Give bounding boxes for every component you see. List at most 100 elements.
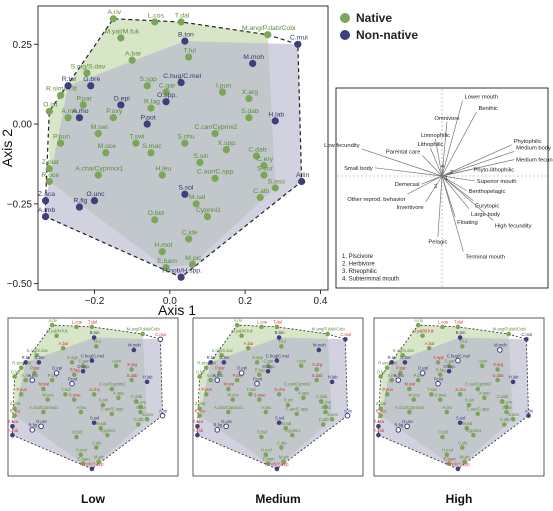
panel0-point	[94, 445, 99, 450]
panel2-point-label: A.riv	[414, 318, 423, 323]
main-point	[177, 273, 185, 281]
main-point-label: S.chu	[177, 134, 195, 141]
main-point	[94, 171, 102, 179]
panel0-point	[98, 425, 104, 431]
panel2-point	[402, 360, 408, 365]
panel0-point	[129, 377, 134, 383]
main-point	[147, 149, 155, 157]
main-xtick-label: 0.2	[238, 296, 252, 307]
panel2-point-label: Z.plat	[376, 401, 387, 406]
main-point-label: M.swi	[91, 124, 109, 131]
panel2-point	[415, 322, 421, 328]
panel2-point-label: O.lat	[377, 369, 387, 374]
panel2-point-label: M.oce	[409, 392, 421, 397]
biplot-vector-label: Lower mouth	[465, 95, 499, 101]
panel0-point	[10, 432, 15, 438]
main-point	[181, 139, 189, 147]
panel0-point	[18, 392, 24, 397]
panel1-point-label: T.dal	[273, 320, 282, 325]
panel2-point	[440, 434, 445, 440]
panel2-point	[455, 324, 461, 330]
panel2-point	[420, 333, 425, 339]
legend-native-marker	[340, 13, 350, 23]
panel0-point	[89, 324, 95, 330]
panel1-point-label: H.nob/H.spp.	[265, 462, 289, 467]
panel0-point-label: R.oce	[10, 408, 22, 413]
panel0-point-label: A.imb	[8, 428, 19, 433]
panel0-point-label: Cyprini1	[100, 428, 116, 433]
panel2-point	[460, 445, 465, 450]
panel1-point-label: S.mac	[254, 392, 266, 397]
panel2-point	[526, 413, 531, 418]
main-point	[147, 104, 155, 112]
main-point	[56, 139, 65, 147]
main-point	[79, 101, 87, 109]
panel2-point-label: R.fig	[394, 423, 403, 428]
biplot-center-label: 4	[441, 164, 444, 170]
scenario-panel-title: Medium	[255, 492, 300, 506]
panel1-point	[279, 344, 284, 349]
main-point	[188, 260, 197, 269]
panel0-point	[29, 427, 36, 433]
main-point	[151, 18, 159, 26]
panel2-point	[400, 352, 406, 358]
main-point-label: S.cur	[257, 166, 274, 173]
panel2-point	[446, 363, 452, 369]
panel0-point-label: I.pun	[112, 359, 122, 364]
panel1-point-label: X.arg	[312, 362, 323, 367]
main-point-label: M.oce	[98, 143, 117, 150]
panel2-point-label: S.sol	[456, 415, 465, 420]
main-point	[117, 34, 125, 42]
panel2-point-label: P.par	[396, 366, 406, 371]
panel1-point	[254, 380, 260, 387]
panel0-point	[138, 404, 143, 410]
main-legend: Native Non-native	[340, 11, 418, 42]
panel2-point	[395, 427, 402, 433]
panel2-point	[495, 377, 500, 383]
panel1-point	[285, 402, 291, 408]
panel0-hull-layer	[12, 324, 163, 470]
panel2-point	[389, 377, 394, 383]
panel1-point	[203, 392, 209, 397]
panel1-point	[226, 386, 231, 392]
main-point	[143, 120, 151, 128]
main-point	[271, 117, 279, 125]
panel2-point	[504, 404, 509, 410]
main-point	[260, 161, 268, 170]
biplot-vector	[374, 167, 443, 177]
panel1-point	[298, 363, 304, 369]
panel0-point-label: S.sin	[99, 398, 109, 403]
panel2-point	[446, 461, 452, 466]
panel1-point	[294, 411, 300, 417]
biplot-vector	[441, 111, 477, 177]
main-point	[162, 88, 170, 96]
main-point	[158, 171, 166, 179]
panel2-point-label: H.leu	[442, 405, 452, 410]
panel2-point-label: T.dal	[454, 320, 463, 325]
panel2-point-label: S.nig/S.dav	[392, 348, 414, 353]
panel2-point	[398, 370, 403, 376]
panel0-point-label: C.aur/C.spp.	[101, 407, 125, 412]
main-point-label: X.spp.	[218, 140, 237, 147]
main-point-label: A.rho	[72, 108, 88, 115]
panel2-point-label: C.ery	[502, 399, 513, 404]
biplot-vector	[441, 175, 470, 210]
panel0-point	[138, 409, 143, 415]
panel0-point-label: H.mol	[76, 447, 87, 452]
biplot-vector-label: Floating	[457, 220, 478, 226]
panel1-point-label: O.bid	[257, 430, 268, 435]
panel0-point	[69, 380, 75, 387]
main-xlabel: Axis 1	[158, 302, 196, 318]
main-point-label: S.mac	[142, 143, 162, 150]
biplot-vector-label: Invertivore	[397, 205, 424, 211]
main-point-label: M.ang/P.dab/Cobi	[242, 25, 296, 32]
panel1-point-label: R.ter	[207, 355, 217, 360]
main-point	[90, 197, 99, 205]
panel1-point-label: S.sol	[275, 415, 284, 420]
panel0-point	[29, 377, 36, 383]
main-point-label: R.lag	[144, 99, 160, 106]
main-total-hull	[44, 18, 303, 278]
